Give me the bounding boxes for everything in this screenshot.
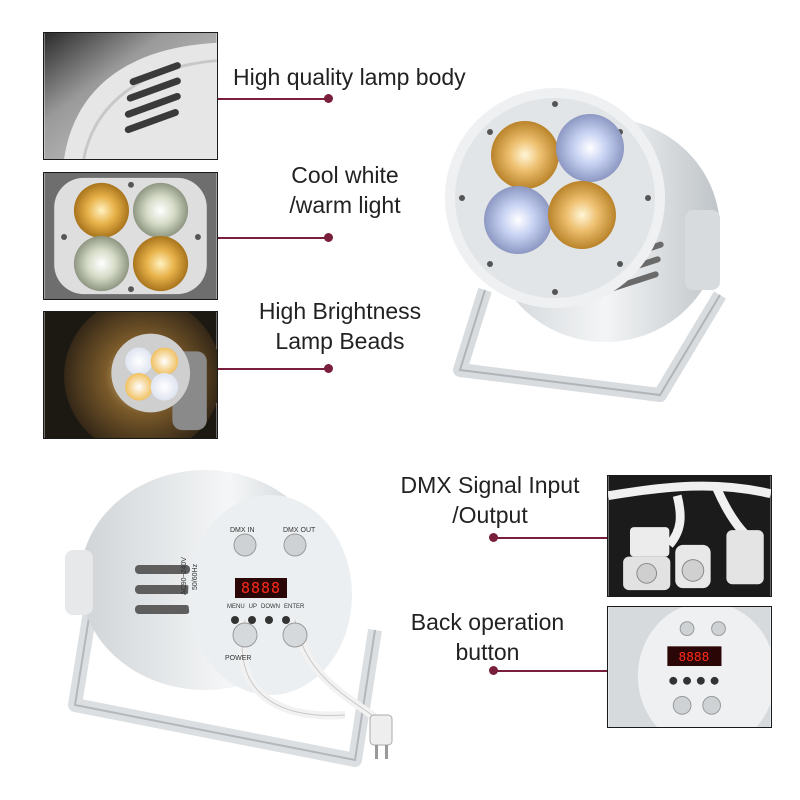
- feature-label-color-temp: Cool white /warm light: [280, 160, 410, 220]
- enter-button-label: ENTER: [284, 604, 305, 610]
- panel-button: [265, 616, 273, 624]
- voltage-label: AC90~240V: [181, 557, 188, 595]
- feature-label-line: button: [455, 639, 520, 665]
- thumbnail-led-heads: [43, 172, 218, 300]
- lamp-body-closeup-image: [44, 33, 217, 159]
- connector-line: [218, 237, 328, 239]
- thumbnail-back-panel: 8888: [607, 606, 772, 728]
- panel-button: [248, 616, 256, 624]
- connector-dot: [324, 233, 333, 242]
- connector-dot: [324, 94, 333, 103]
- led-heads-closeup-image: [44, 173, 217, 299]
- led-display: 8888: [235, 578, 287, 598]
- connector-line: [218, 368, 328, 370]
- feature-label-line: Back operation: [410, 609, 565, 635]
- par-light-back-image: DMX IN DMX OUT 8888 AC90~240V 50/60Hz ME…: [55, 470, 400, 770]
- connector-line: [218, 98, 328, 100]
- dmx-out-port-label: DMX OUT: [283, 527, 316, 534]
- lit-beads-image: [44, 312, 217, 438]
- par-light-front-image: [430, 80, 730, 420]
- back-panel-image: 8888: [608, 607, 771, 727]
- feature-label-lamp-body: High quality lamp body: [233, 62, 466, 92]
- feature-label-line: Cool white: [291, 162, 399, 188]
- thumbnail-lamp-body: [43, 32, 218, 160]
- connector-dot: [324, 364, 333, 373]
- feature-label-dmx: DMX Signal Input /Output: [385, 470, 595, 530]
- power-port-label: POWER: [225, 655, 252, 662]
- feature-label-line: High Brightness: [258, 298, 422, 324]
- thumbnail-dmx-connectors: [607, 475, 772, 597]
- connector-line: [493, 670, 608, 672]
- feature-label-line: /Output: [452, 502, 528, 528]
- feature-label-back-button: Back operation button: [395, 607, 580, 667]
- control-buttons: MENU UP DOWN ENTER: [227, 604, 304, 610]
- feature-label-line: DMX Signal Input: [400, 472, 580, 498]
- feature-label-brightness: High Brightness Lamp Beads: [240, 296, 440, 356]
- svg-text:8888: 8888: [679, 650, 710, 665]
- menu-button-label: MENU: [227, 604, 245, 610]
- dmx-connectors-image: [608, 476, 771, 596]
- panel-button: [282, 616, 290, 624]
- panel-button: [231, 616, 239, 624]
- dmx-in-port-label: DMX IN: [230, 527, 255, 534]
- feature-label-line: High quality lamp body: [233, 64, 466, 90]
- feature-label-line: Lamp Beads: [275, 328, 405, 354]
- feature-label-line: /warm light: [289, 192, 401, 218]
- up-button-label: UP: [248, 604, 258, 610]
- down-button-label: DOWN: [261, 604, 281, 610]
- connector-line: [493, 537, 608, 539]
- button-row: [231, 616, 290, 624]
- thumbnail-lit-beads: [43, 311, 218, 439]
- frequency-label: 50/60Hz: [192, 563, 199, 590]
